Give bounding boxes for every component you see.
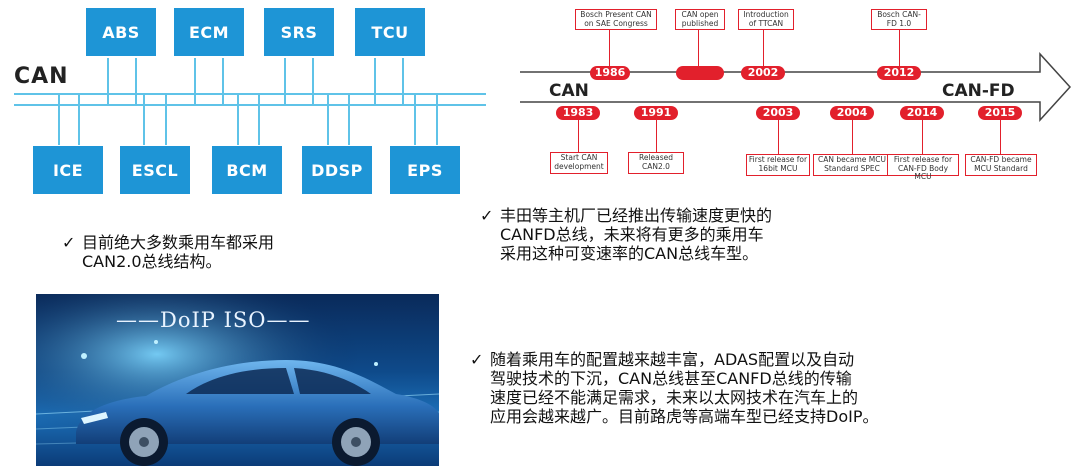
stub-tcu-1 xyxy=(374,58,376,105)
connector-1986 xyxy=(609,30,610,66)
connector-2002 xyxy=(763,30,764,66)
event-1983: Start CAN development xyxy=(550,152,608,174)
stub-ice-2 xyxy=(78,93,80,145)
note-ethernet: ✓ 随着乘用车的配置越来越丰富，ADAS配置以及自动 驾驶技术的下沉，CAN总线… xyxy=(470,350,1010,426)
year-2014: 2014 xyxy=(900,106,944,120)
year-1991: 1991 xyxy=(634,106,678,120)
year-2002: 2002 xyxy=(741,66,785,80)
timeline-arrow xyxy=(520,52,1072,122)
doip-image-panel: ——DoIP ISO—— xyxy=(36,294,439,466)
stub-abs-2 xyxy=(135,58,137,105)
timeline-end-label: CAN-FD xyxy=(942,81,1015,101)
event-2015: CAN-FD became MCU Standard xyxy=(965,154,1037,176)
bus-line-upper xyxy=(14,93,486,95)
connector-2014 xyxy=(922,120,923,154)
stub-ddsp-2 xyxy=(348,93,350,145)
check-icon: ✓ xyxy=(62,233,76,252)
year-2003: 2003 xyxy=(756,106,800,120)
note-can20: ✓ 目前绝大多数乘用车都采用 CAN2.0总线结构。 xyxy=(62,233,382,271)
stub-abs-1 xyxy=(107,58,109,105)
doip-title: ——DoIP ISO—— xyxy=(116,308,311,332)
connector-2004 xyxy=(852,120,853,154)
note-canfd-text: 丰田等主机厂已经推出传输速度更快的 CANFD总线，未来将有更多的乘用车 采用这… xyxy=(500,206,773,263)
connector-2012 xyxy=(899,30,900,66)
year-2015: 2015 xyxy=(978,106,1022,120)
stub-ddsp-1 xyxy=(327,93,329,145)
connector-1991 xyxy=(656,120,657,152)
node-ice: ICE xyxy=(33,146,103,194)
stub-bcm-1 xyxy=(237,93,239,145)
node-eps: EPS xyxy=(390,146,460,194)
note-ethernet-text: 随着乘用车的配置越来越丰富，ADAS配置以及自动 驾驶技术的下沉，CAN总线甚至… xyxy=(490,350,879,426)
event-2003: First release for 16bit MCU xyxy=(746,154,810,176)
connector-2015 xyxy=(1000,120,1001,154)
node-abs: ABS xyxy=(86,8,156,56)
event-2014: First release for CAN-FD Body MCU xyxy=(887,154,959,181)
event-1991: Released CAN2.0 xyxy=(628,152,684,174)
event-1986: Bosch Present CAN on SAE Congress xyxy=(575,9,657,30)
node-srs: SRS xyxy=(264,8,334,56)
stub-eps-1 xyxy=(414,93,416,145)
stub-srs-1 xyxy=(284,58,286,105)
stub-tcu-2 xyxy=(402,58,404,105)
year-canopen xyxy=(676,66,724,80)
note-canfd: ✓ 丰田等主机厂已经推出传输速度更快的 CANFD总线，未来将有更多的乘用车 采… xyxy=(480,206,900,263)
stub-ecm-2 xyxy=(222,58,224,105)
event-2002: Introduction of TTCAN xyxy=(738,9,794,30)
bus-line-lower xyxy=(14,104,486,106)
stub-srs-2 xyxy=(312,58,314,105)
note-can20-text: 目前绝大多数乘用车都采用 CAN2.0总线结构。 xyxy=(82,233,275,271)
stub-ecm-1 xyxy=(194,58,196,105)
stub-bcm-2 xyxy=(258,93,260,145)
check-icon: ✓ xyxy=(480,206,494,225)
node-tcu: TCU xyxy=(355,8,425,56)
can-topology: CAN ABS ECM SRS TCU ICE ESCL BCM DDSP EP… xyxy=(0,0,500,200)
event-canopen: CAN open published xyxy=(675,9,725,30)
connector-2003 xyxy=(778,120,779,154)
node-ddsp: DDSP xyxy=(302,146,372,194)
event-2012: Bosch CAN-FD 1.0 xyxy=(871,9,927,30)
connector-canopen xyxy=(698,30,699,66)
timeline-start-label: CAN xyxy=(549,81,589,101)
event-2004: CAN became MCU Standard SPEC xyxy=(813,154,891,176)
year-1986: 1986 xyxy=(590,66,630,80)
node-bcm: BCM xyxy=(212,146,282,194)
year-1983: 1983 xyxy=(556,106,600,120)
stub-escl-2 xyxy=(165,93,167,145)
can-bus-label: CAN xyxy=(14,64,69,89)
node-escl: ESCL xyxy=(120,146,190,194)
check-icon: ✓ xyxy=(470,350,484,369)
stub-eps-2 xyxy=(436,93,438,145)
stub-ice-1 xyxy=(58,93,60,145)
year-2004: 2004 xyxy=(830,106,874,120)
year-2012: 2012 xyxy=(877,66,921,80)
can-timeline: CAN CAN-FD Bosch Present CAN on SAE Cong… xyxy=(0,0,1080,200)
car-illustration xyxy=(36,294,439,466)
connector-1983 xyxy=(578,120,579,152)
node-ecm: ECM xyxy=(174,8,244,56)
stub-escl-1 xyxy=(143,93,145,145)
